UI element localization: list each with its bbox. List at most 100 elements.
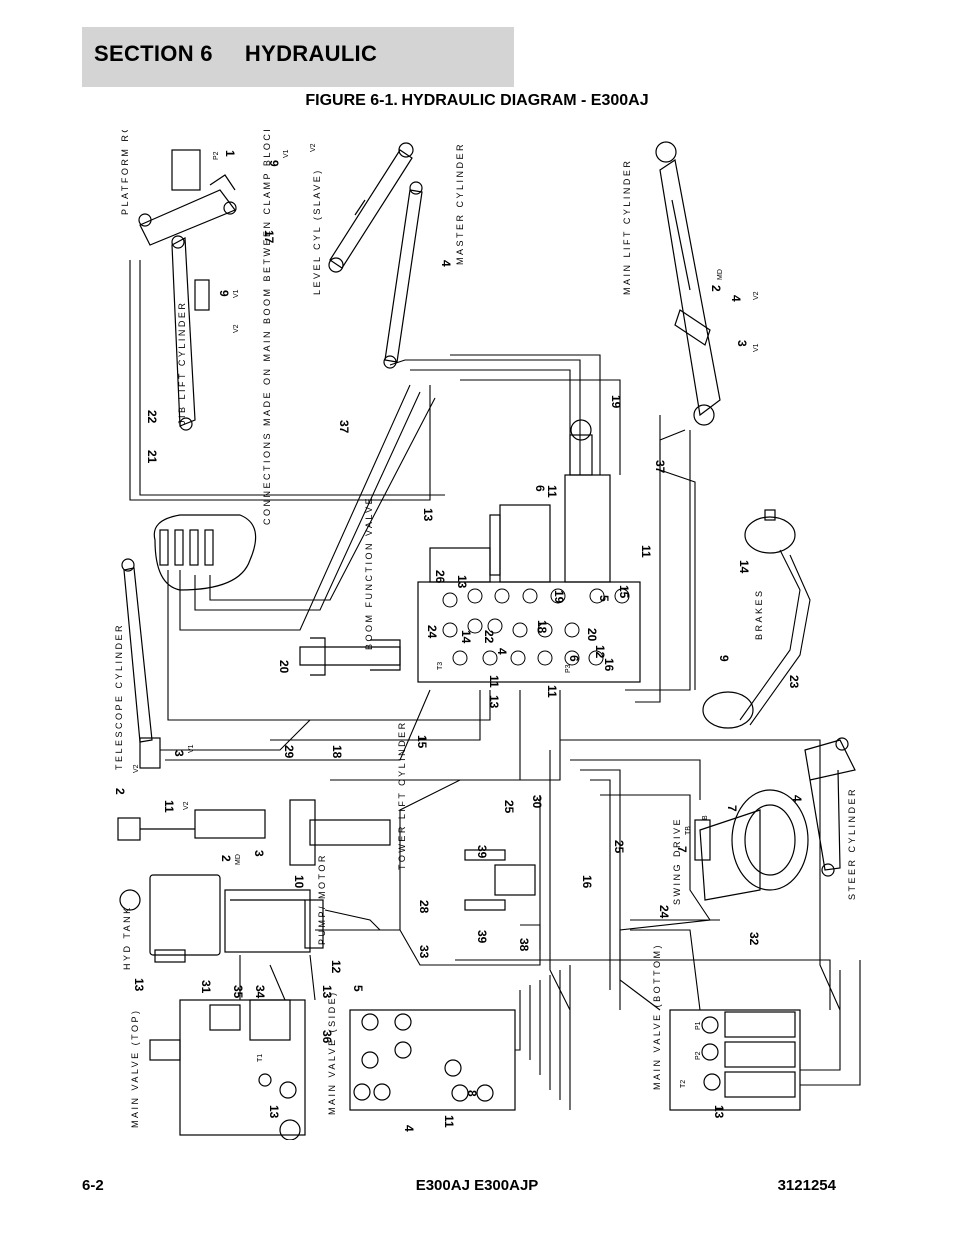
port-v2-tele: V2 — [133, 764, 140, 773]
callout-25-right: 25 — [612, 840, 626, 854]
label-jib-lift-cylinder: JIB LIFT CYLINDER — [177, 301, 187, 425]
callout-3-tele: 3 — [172, 750, 186, 757]
callout-17: 17 — [262, 230, 276, 244]
callout-8: 8 — [465, 1090, 479, 1097]
callout-19-valve: 19 — [552, 590, 566, 604]
callout-16-valve: 16 — [602, 658, 616, 672]
callout-11-tower: 11 — [162, 800, 176, 813]
callout-19: 19 — [609, 395, 623, 409]
callout-13-top: 13 — [267, 1105, 281, 1119]
port-p3: P3 — [565, 664, 572, 673]
port-t2: T2 — [680, 1080, 687, 1088]
port-tb: TB — [685, 826, 692, 835]
callout-11-side: 11 — [442, 1115, 456, 1128]
swing-drive — [694, 789, 809, 901]
callout-15: 15 — [415, 735, 429, 749]
callout-23: 23 — [787, 675, 801, 689]
port-b: B — [702, 815, 709, 820]
section-title: SECTION 6 HYDRAULIC — [94, 41, 377, 67]
label-main-valve-side: MAIN VALVE (SIDE) — [327, 990, 337, 1115]
label-platform-rotator: PLATFORM ROTATOR — [120, 130, 130, 215]
main-valve-top — [149, 999, 306, 1140]
callout-18: 18 — [330, 745, 344, 759]
callout-9-jib: 9 — [217, 290, 231, 297]
callout-34: 34 — [253, 985, 267, 999]
callout-2-tele: 2 — [113, 788, 127, 795]
callout-6-valve: 6 — [567, 655, 581, 662]
callout-31: 31 — [199, 980, 213, 994]
hydraulic-diagram: PLATFORM ROTATOR LEVEL CYL (SLAVE) MASTE… — [113, 130, 861, 1140]
port-t3: T3 — [437, 662, 444, 670]
steer-cylinder — [804, 737, 856, 877]
callout-2-tower: 2 — [219, 855, 233, 862]
callout-4-valve: 4 — [495, 648, 509, 655]
callout-5-valve: 5 — [597, 595, 611, 602]
callout-13-side: 13 — [320, 985, 334, 999]
callout-26: 26 — [433, 570, 447, 584]
footer-doc-number: 3121254 — [777, 1177, 836, 1194]
callout-11-valve: 11 — [545, 485, 559, 498]
label-level-cyl-slave: LEVEL CYL (SLAVE) — [312, 168, 322, 295]
callout-35: 35 — [231, 985, 245, 999]
callout-6: 6 — [533, 485, 547, 492]
main-lift-cylinder — [655, 141, 721, 426]
hose-network — [129, 260, 861, 1110]
callout-15-valve: 15 — [617, 585, 631, 599]
port-v1-main: V1 — [753, 343, 760, 352]
platform-rotator — [138, 149, 237, 246]
port-md-main: MD — [717, 269, 724, 280]
label-pump-motor: PUMP/ MOTOR — [317, 853, 327, 945]
callout-4-steer: 4 — [790, 795, 804, 802]
callout-20: 20 — [277, 660, 291, 674]
callout-30: 30 — [530, 795, 544, 809]
brake-motor — [702, 509, 796, 729]
callout-4-side: 4 — [402, 1125, 416, 1132]
hydraulic-tank — [119, 874, 221, 963]
callout-14-valve: 14 — [459, 630, 473, 644]
section-header: SECTION 6 HYDRAULIC — [82, 27, 514, 87]
port-v1-tele: V1 — [188, 744, 195, 753]
port-v1-jib: V1 — [233, 289, 240, 298]
label-main-valve-top: MAIN VALVE (TOP) — [130, 1008, 140, 1128]
callout-7: 7 — [675, 846, 689, 853]
label-master-cylinder: MASTER CYLINDER — [455, 142, 465, 265]
callout-22-valve: 22 — [482, 630, 496, 644]
callout-20-valve: 20 — [585, 628, 599, 642]
label-brakes: BRAKES — [754, 588, 764, 640]
callout-13-valve: 13 — [421, 508, 435, 522]
main-valve-bottom — [669, 1009, 801, 1111]
callout-39-bottom: 39 — [475, 930, 489, 944]
port-p2-main: P2 — [695, 1051, 702, 1060]
footer-model: E300AJ E300AJP — [415, 1177, 539, 1194]
port-v1-level: V1 — [283, 149, 290, 158]
callout-32: 32 — [747, 932, 761, 946]
callout-2-main: 2 — [709, 285, 723, 292]
callout-9-level: 9 — [267, 160, 281, 167]
label-hyd-tank: HYD TANK — [122, 905, 132, 970]
callout-24: 24 — [657, 905, 671, 919]
port-t1: T1 — [257, 1054, 264, 1062]
label-tower-lift-cylinder: TOWER LIFT CYLINDER — [397, 720, 407, 870]
callout-12: 12 — [329, 960, 343, 974]
port-v2-level: V2 — [310, 143, 317, 152]
footer-page-number: 6-2 — [82, 1177, 104, 1194]
label-main-valve-bottom: MAIN VALVE (BOTTOM) — [652, 943, 662, 1090]
figure-number: FIGURE 6-1. — [305, 92, 398, 109]
callout-3-main: 3 — [735, 340, 749, 347]
figure-title: HYDRAULIC DIAGRAM - E300AJ — [401, 92, 649, 109]
callout-10: 10 — [292, 875, 306, 889]
port-md-tower: MD — [235, 854, 242, 865]
callout-13-valve2: 13 — [455, 575, 469, 589]
label-connections-note: CONNECTIONS MADE ON MAIN BOOM BETWEEN CL… — [262, 130, 272, 525]
callout-25-left: 25 — [502, 800, 516, 814]
callout-5-side: 5 — [351, 985, 365, 992]
port-v2-tower: V2 — [183, 801, 190, 810]
figure-caption: FIGURE 6-1. HYDRAULIC DIAGRAM - E300AJ — [0, 92, 954, 110]
callout-4-main: 4 — [729, 295, 743, 302]
callout-36: 36 — [320, 1030, 334, 1044]
label-steer-cylinder: STEER CYLINDER — [847, 787, 857, 900]
telescope-cylinder — [121, 558, 161, 769]
main-valve-side — [349, 1009, 516, 1111]
callout-29: 29 — [282, 745, 296, 759]
level-cylinder — [328, 142, 414, 273]
